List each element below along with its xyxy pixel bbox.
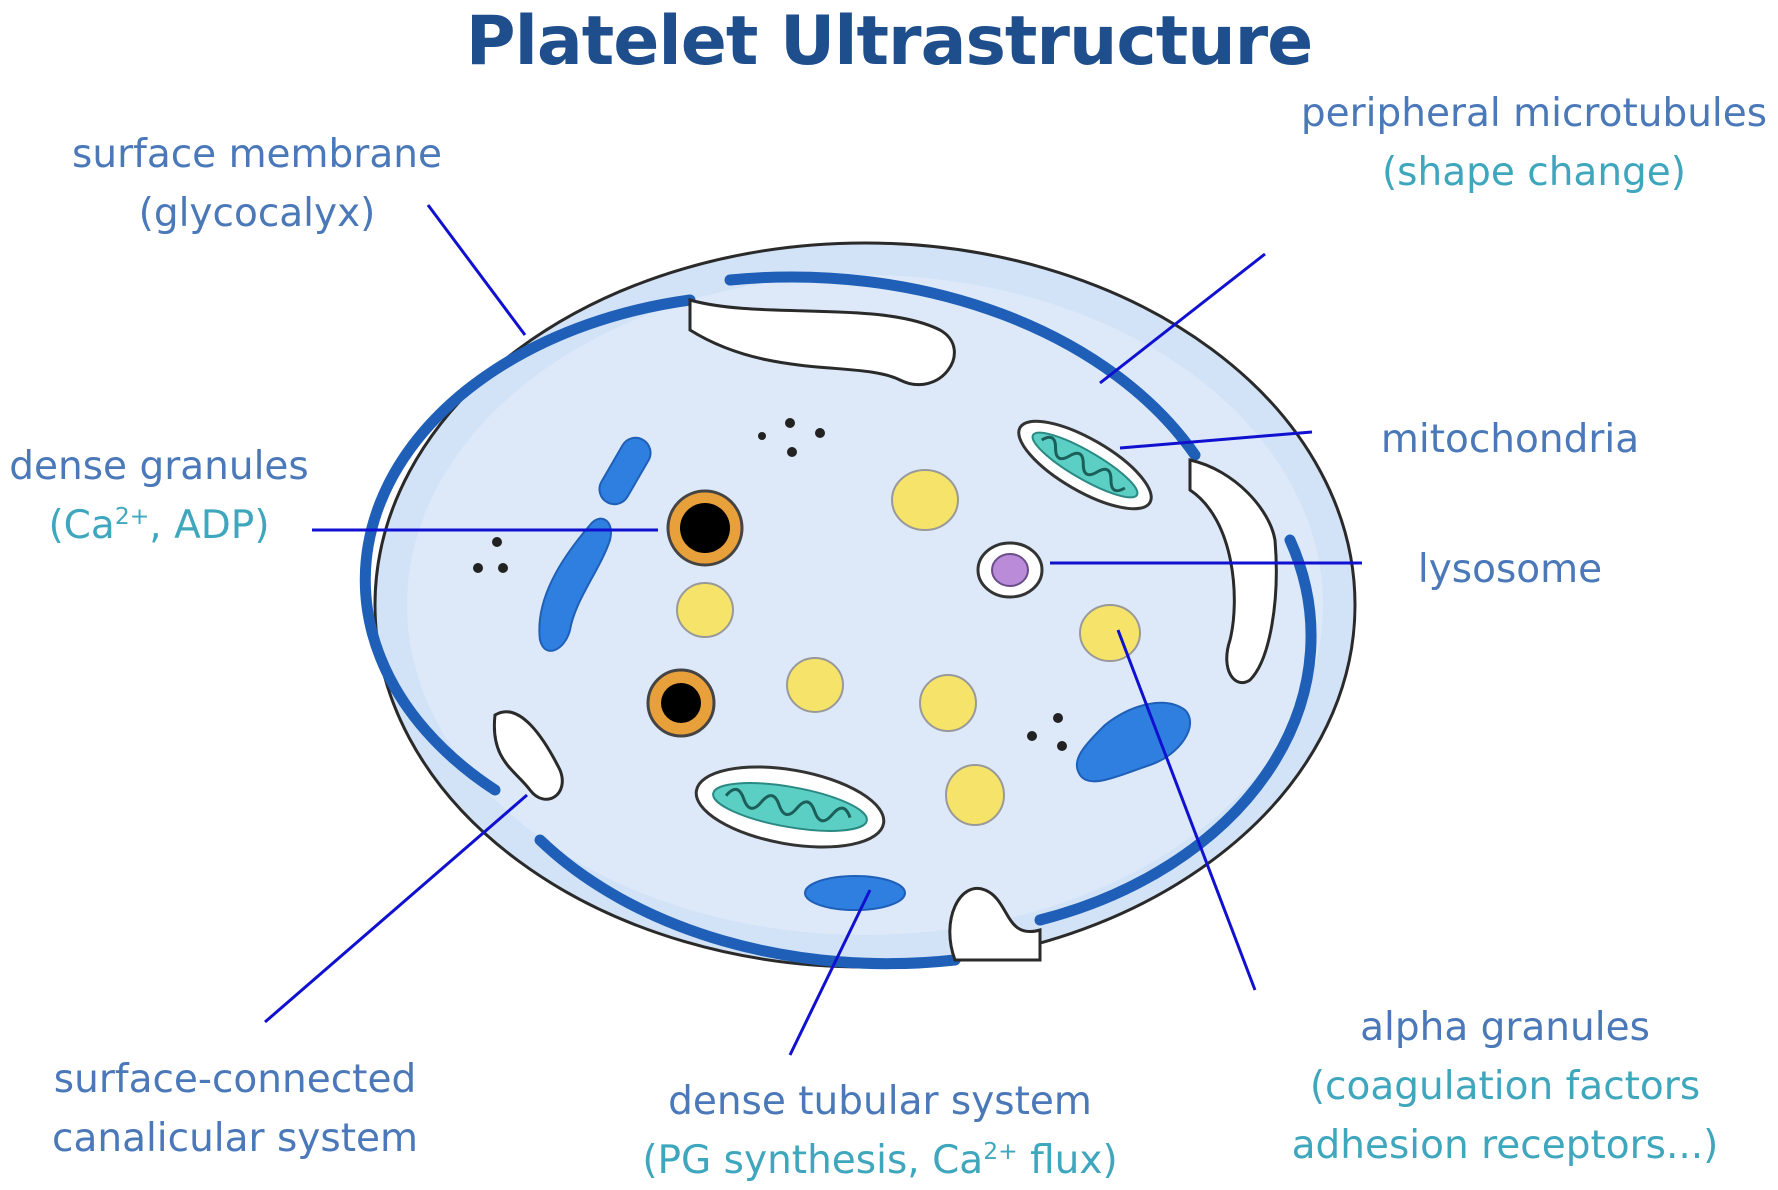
label-dts-line2-sup: 2+ [983,1137,1018,1165]
dense-granule [666,489,744,567]
leader-mitochondria [1119,430,1313,450]
alpha-granule [676,582,734,638]
label-peripheral-microtubules: peripheral microtubules (shape change) [1290,84,1778,202]
alpha-granule [945,764,1005,826]
label-surface-membrane-line2: (glycocalyx) [138,191,376,236]
leader-scc [264,793,528,1024]
label-dense-granules-line2: (Ca2+, ADP) [0,496,318,555]
label-scc: surface-connected canalicular system [30,1050,440,1168]
lysosome-core [991,553,1029,587]
label-peripheral-microtubules-line2: (shape change) [1381,150,1687,195]
label-peripheral-microtubules-line1: peripheral microtubules [1300,91,1768,136]
glycogen-dot [1027,731,1037,741]
alpha-granule [1079,604,1141,662]
microtubule-band-bottom [534,834,961,970]
mitochondrion [1017,419,1153,511]
leader-lines [264,204,1362,1056]
label-dts-line2: (PG synthesis, Ca2+ flux) [620,1131,1140,1190]
lysosome [976,541,1044,599]
dense-tubular-segment-1 [598,436,652,506]
microtubule-band-right [1034,534,1317,926]
label-scc-line1: surface-connected [53,1057,417,1102]
leader-dts [788,889,872,1056]
leader-surface-membrane [426,204,527,336]
label-surface-membrane-line1: surface membrane [72,132,442,177]
label-dense-granules-line2-sup: 2+ [114,502,150,530]
dense-tubular-segment-2 [538,517,612,652]
label-dts-line2-pre: (PG synthesis, Ca [642,1138,984,1183]
glycogen-dot [1057,741,1067,751]
label-dense-granules-line1: dense granules [9,444,309,489]
platelet-cell [359,241,1357,970]
label-alpha-granules-line1: alpha granules [1360,1005,1650,1050]
label-surface-membrane: surface membrane (glycocalyx) [57,125,457,243]
glycogen-dot [498,563,508,573]
canalicular-channel-left [492,710,564,801]
mitochondrion-cristae [724,787,852,823]
label-dts: dense tubular system (PG synthesis, Ca2+… [620,1072,1140,1190]
label-scc-line2: canalicular system [52,1116,418,1161]
canalicular-channel-top [688,298,956,387]
label-alpha-granules-line3: adhesion receptors...) [1291,1123,1719,1168]
label-dense-granules: dense granules (Ca2+, ADP) [0,437,318,555]
dense-granule-core [680,503,730,553]
glycogen-dot [787,447,797,457]
alpha-granule [786,657,844,713]
glycogen-dot [758,432,766,440]
label-alpha-granules: alpha granules (coagulation factors adhe… [1255,998,1755,1175]
glycogen-particles [473,418,1067,751]
glycogen-dot [1053,713,1063,723]
dense-tubular-segment-4 [1075,701,1191,783]
label-dense-granules-line2-post: , ADP) [149,503,270,548]
label-mitochondria-line1: mitochondria [1380,417,1640,462]
canalicular-channel-bottom [948,886,1042,962]
canalicular-channel-right [1188,458,1278,684]
glycogen-dot [785,418,795,428]
mitochondrion-cristae [1040,435,1126,493]
glycogen-dot [473,563,483,573]
dense-granule-core [661,683,701,723]
glycogen-dot [815,428,825,438]
leader-alpha-granules [1116,629,1257,991]
dense-tubular-segment-3 [804,875,906,911]
alpha-granule [919,674,977,732]
alpha-granule [891,469,959,531]
label-alpha-granules-line2: (coagulation factors [1309,1064,1701,1109]
label-mitochondria: mitochondria [1340,410,1680,469]
leader-peripheral-microtubules [1099,252,1266,385]
label-dts-line1: dense tubular system [668,1079,1092,1124]
page-title: Platelet Ultrastructure [465,2,1314,81]
label-dts-line2-post: flux) [1017,1138,1118,1183]
label-dense-granules-line2-pre: (Ca [48,503,115,548]
label-lysosome: lysosome [1375,540,1645,599]
microtubule-band-left [359,294,696,796]
alpha-granules-group [676,469,1141,826]
glycogen-dot [492,537,502,547]
mitochondrion [694,765,886,849]
label-lysosome-line1: lysosome [1417,547,1603,592]
dense-granule [646,668,716,738]
microtubule-band-top [724,271,1201,461]
